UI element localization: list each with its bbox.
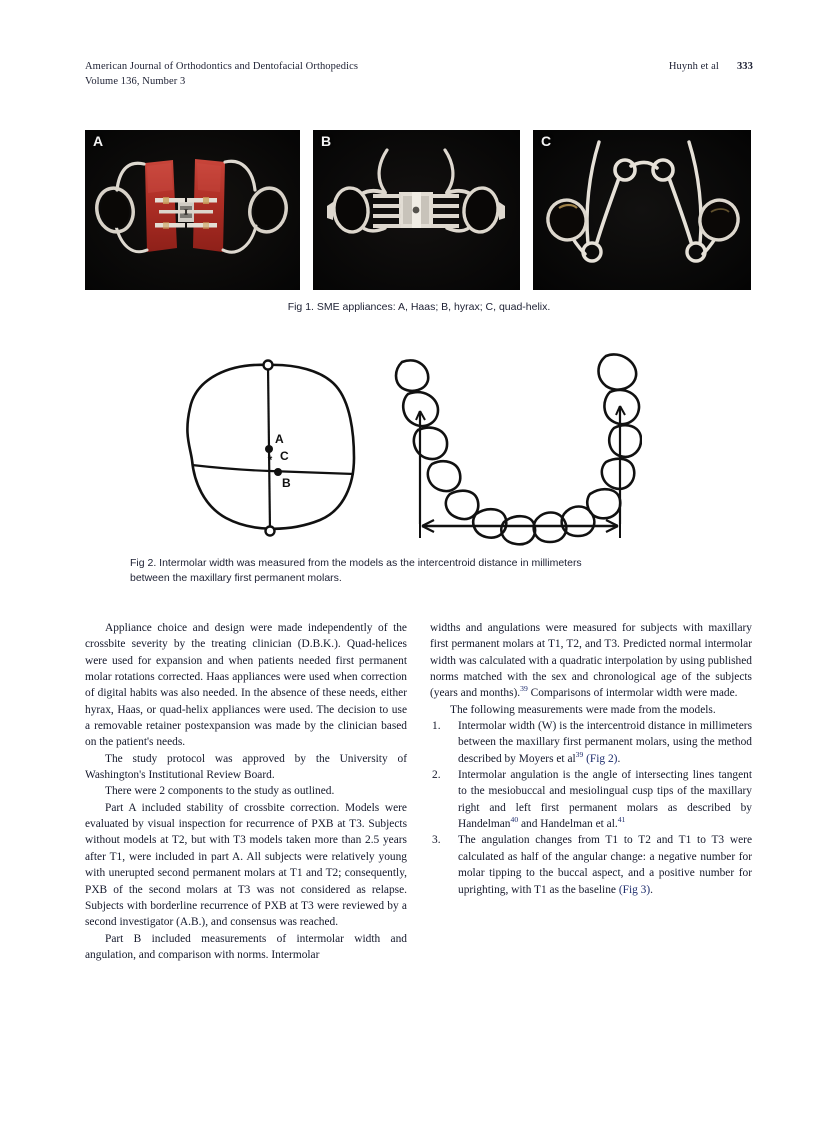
measurement-2-text: Intermolar angulation is the angle of in… [458, 769, 752, 831]
figure-1-panel-b-hyrax: B [313, 130, 520, 290]
quad-helix-appliance-photo [533, 130, 751, 290]
label-point-b: B [282, 476, 291, 490]
authors-short: Huynh et al [668, 61, 719, 72]
reference-marker-39[interactable]: 39 [520, 684, 528, 694]
left-paragraph-2: The study protocol was approved by the U… [85, 752, 407, 782]
measurement-2-text-2: and Handelman et al. [518, 818, 618, 831]
journal-title: American Journal of Orthodontics and Den… [85, 61, 359, 72]
measurement-3-text: The angulation changes from T1 to T2 and… [458, 834, 752, 896]
figure-1-caption: Fig 1. SME appliances: A, Haas; B, hyrax… [287, 301, 551, 313]
right-column: widths and angulations were measured for… [430, 620, 752, 963]
list-number-2: 2. [432, 769, 441, 782]
panel-label-c: C [541, 133, 552, 149]
list-number-3: 3. [432, 834, 441, 847]
hyrax-appliance-photo [313, 130, 520, 290]
page-number: 333 [736, 61, 753, 72]
figure-2-caption-line-1: Fig 2. Intermolar width was measured fro… [130, 557, 582, 569]
figure-1-panel-c-quad-helix: C [533, 130, 751, 290]
figure-2-caption: Fig 2. Intermolar width was measured fro… [130, 556, 710, 586]
right-paragraph-1: widths and angulations were measured for… [430, 620, 752, 702]
figure-2-caption-line-2: between the maxillary first permanent mo… [130, 572, 342, 584]
dental-arch-svg [394, 353, 642, 546]
reference-marker-39-moyers[interactable]: 39 [575, 749, 584, 759]
measurement-1-period: . [617, 752, 621, 765]
figure-2-molar-outline-diagram: * A C B [170, 348, 370, 548]
right-paragraph-1-part-1: widths and angulations were measured for… [430, 622, 752, 700]
label-point-a: A [275, 432, 284, 446]
running-head: American Journal of Orthodontics and Den… [85, 60, 753, 89]
left-column: Appliance choice and design were made in… [85, 620, 407, 963]
label-point-c: C [280, 449, 289, 463]
measurement-item-1: 1. Intermolar width (W) is the intercentr… [430, 718, 752, 767]
reference-marker-41[interactable]: 41 [617, 815, 626, 825]
measurement-1-text: Intermolar width (W) is the intercentroi… [458, 720, 752, 765]
right-paragraph-1-part-2: Comparisons of intermolar width were mad… [527, 687, 738, 700]
right-paragraph-2: The following measurements were made fro… [450, 703, 716, 716]
figure-1: A [85, 130, 753, 290]
left-paragraph-5: Part B included measurements of intermol… [85, 932, 407, 961]
running-head-journal-block: American Journal of Orthodontics and Den… [85, 60, 358, 89]
measurements-list: 1. Intermolar width (W) is the intercentr… [430, 718, 752, 898]
figure-2: * A C B [170, 348, 670, 548]
reference-marker-40[interactable]: 40 [510, 815, 519, 825]
figure-3-crossref-link[interactable]: (Fig 3) [618, 883, 651, 896]
measurement-3-period: . [650, 883, 654, 896]
body-columns: Appliance choice and design were made in… [85, 620, 753, 963]
molar-centroid-svg: * A C B [186, 359, 356, 537]
left-paragraph-4: Part A included stability of crossbite c… [85, 801, 407, 929]
measurement-item-3: 3. The angulation changes from T1 to T2 a… [430, 832, 752, 897]
left-paragraph-1: Appliance choice and design were made in… [85, 622, 407, 749]
figure-2-dental-arch-diagram [392, 348, 642, 548]
haas-appliance-photo [85, 130, 300, 290]
left-paragraph-3: There were 2 components to the study as … [105, 785, 335, 798]
volume-issue: Volume 136, Number 3 [85, 75, 186, 87]
figure-1-panel-a-haas: A [85, 130, 300, 290]
list-number-1: 1. [432, 720, 441, 733]
panel-label-a: A [93, 133, 104, 149]
measurement-item-2: 2. Intermolar angulation is the angle of … [430, 767, 752, 832]
figure-2-crossref-link[interactable]: (Fig 2) [586, 752, 618, 765]
panel-label-b: B [321, 133, 332, 149]
svg-text:*: * [268, 453, 273, 467]
running-head-authors-block: Huynh et al 333 [669, 60, 753, 75]
